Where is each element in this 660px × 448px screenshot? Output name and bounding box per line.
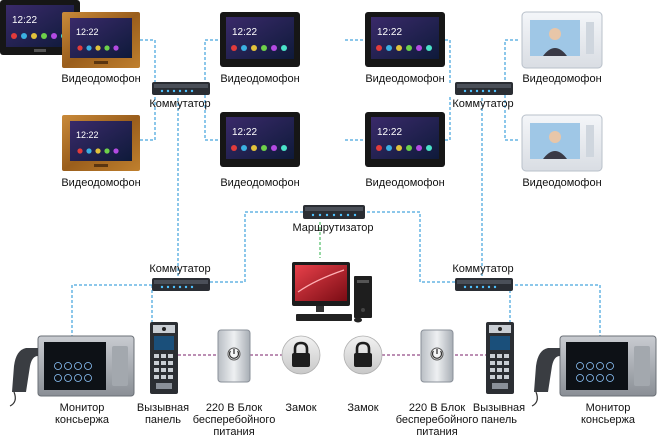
- intercom-time: 12:22: [76, 130, 99, 140]
- intercom-time: 12:22: [377, 27, 402, 38]
- concierge-monitor-right: [531, 335, 657, 407]
- label-monitor-konsierzha-left: Монитор консьержа: [54, 402, 110, 426]
- video-intercom-wood-1: 12:22: [62, 12, 140, 68]
- call-panel-right: [486, 322, 514, 394]
- computer-workstation: [292, 262, 372, 323]
- intercom-time: 12:22: [76, 27, 99, 37]
- label-videodomofon-2: Видеодомофон: [61, 177, 141, 189]
- intercom-time: 12:22: [377, 127, 402, 138]
- video-intercom-white-2: [521, 114, 603, 172]
- ups-unit-left: [217, 329, 251, 383]
- video-intercom-wood-2: 12:22: [62, 115, 140, 171]
- video-intercom-white-1: [521, 11, 603, 69]
- video-intercom-dark-1: 12:22: [220, 12, 300, 67]
- network-switch-bottom-left: [152, 278, 210, 291]
- intercom-time: 12:22: [12, 15, 37, 26]
- call-panel-left: [150, 322, 178, 394]
- label-kommutator-3: Коммутатор: [149, 263, 211, 275]
- intercom-time: 12:22: [232, 27, 257, 38]
- video-intercom-dark-2: 12:22: [220, 112, 300, 167]
- video-intercom-dark-3: 12:22: [365, 12, 445, 67]
- label-videodomofon-1: Видеодомофон: [61, 73, 141, 85]
- network-switch-bottom-right: [455, 278, 513, 291]
- label-videodomofon-5: Видеодомофон: [365, 73, 445, 85]
- label-videodomofon-8: Видеодомофон: [522, 177, 602, 189]
- label-kommutator-4: Коммутатор: [452, 263, 514, 275]
- label-monitor-konsierzha-right: Монитор консьержа: [580, 402, 636, 426]
- label-marshrutizator: Маршрутизатор: [292, 222, 374, 234]
- intercom-time: 12:22: [232, 127, 257, 138]
- network-links: [71, 39, 601, 337]
- label-vyzyvnaya-panel-right: Вызывная панель: [472, 402, 526, 426]
- label-zamok-left: Замок: [285, 402, 317, 414]
- pc-tower: [354, 276, 372, 318]
- ups-unit-right: [420, 329, 454, 383]
- label-videodomofon-6: Видеодомофон: [365, 177, 445, 189]
- label-kommutator-1: Коммутатор: [149, 98, 211, 110]
- label-kommutator-2: Коммутатор: [452, 98, 514, 110]
- label-zamok-right: Замок: [347, 402, 379, 414]
- network-router: [303, 205, 365, 219]
- lock-icon-left: [281, 335, 321, 375]
- label-videodomofon-4: Видеодомофон: [220, 177, 300, 189]
- label-videodomofon-7: Видеодомофон: [522, 73, 602, 85]
- concierge-monitor-left: [9, 335, 135, 407]
- label-videodomofon-3: Видеодомофон: [220, 73, 300, 85]
- video-intercom-dark-4: 12:22: [365, 112, 445, 167]
- label-blok-pitaniya-left: 220 В Блок бесперебойного питания: [192, 402, 276, 438]
- lock-icon-right: [343, 335, 383, 375]
- label-blok-pitaniya-right: 220 В Блок бесперебойного питания: [395, 402, 479, 438]
- label-vyzyvnaya-panel-left: Вызывная панель: [136, 402, 190, 426]
- network-switch-top-left: [152, 82, 210, 95]
- network-switch-top-right: [455, 82, 513, 95]
